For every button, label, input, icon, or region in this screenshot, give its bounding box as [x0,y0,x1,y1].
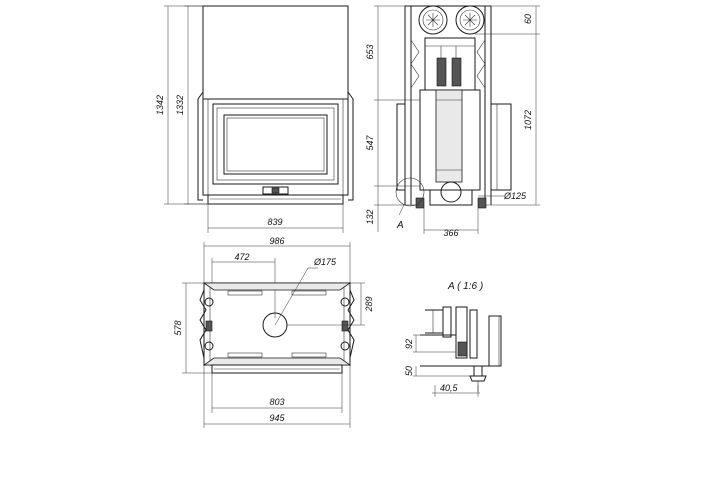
front-right-flange [347,91,354,201]
top-dim-986: 986 [269,236,284,246]
front-door-frame [212,103,339,185]
top-plan-outer [203,282,351,366]
detail-dim-50: 50 [404,366,414,376]
front-dim-1342: 1342 [155,95,165,115]
top-left-bracket [199,289,214,359]
detail-foot [457,341,468,357]
front-hood [202,5,349,100]
detail-dim-92: 92 [404,339,414,349]
top-dim-803: 803 [269,397,284,407]
side-dim-653: 653 [365,44,375,59]
left-fan [418,5,448,35]
detail-circle-a [395,177,425,207]
top-dim-945: 945 [269,413,285,423]
side-dim-366: 366 [443,228,458,238]
top-base [211,364,343,374]
detail-dim-40-5: 40,5 [440,383,459,393]
front-body [202,98,349,196]
front-base [207,194,344,205]
top-dim-578: 578 [173,320,183,335]
side-dim-dia125: Ø125 [503,191,527,201]
side-dim-547: 547 [365,135,375,151]
front-left-flange [197,91,204,201]
front-dim-1332: 1332 [175,95,185,115]
top-dim-dia175: Ø175 [313,257,337,267]
front-view: 1342 1332 839 [155,5,354,233]
side-view: A 653 547 132 1072 60 Ø125 366 [365,5,540,238]
side-dim-1072: 1072 [523,110,533,130]
side-outlet [440,181,462,203]
detail-title: A ( 1:6 ) [447,281,483,292]
detail-marker: A [396,220,404,231]
top-view: 986 472 Ø175 [173,236,374,428]
top-dim-472: 472 [234,252,249,262]
side-dim-60: 60 [523,14,533,24]
front-glass [223,114,328,175]
front-dim-839: 839 [267,217,282,227]
front-door-handle [262,186,289,195]
side-dim-132: 132 [365,209,375,224]
top-right-bracket [340,289,355,359]
top-dim-289: 289 [364,296,374,312]
detail-view: A ( 1:6 ) 92 50 40,5 [404,281,502,397]
